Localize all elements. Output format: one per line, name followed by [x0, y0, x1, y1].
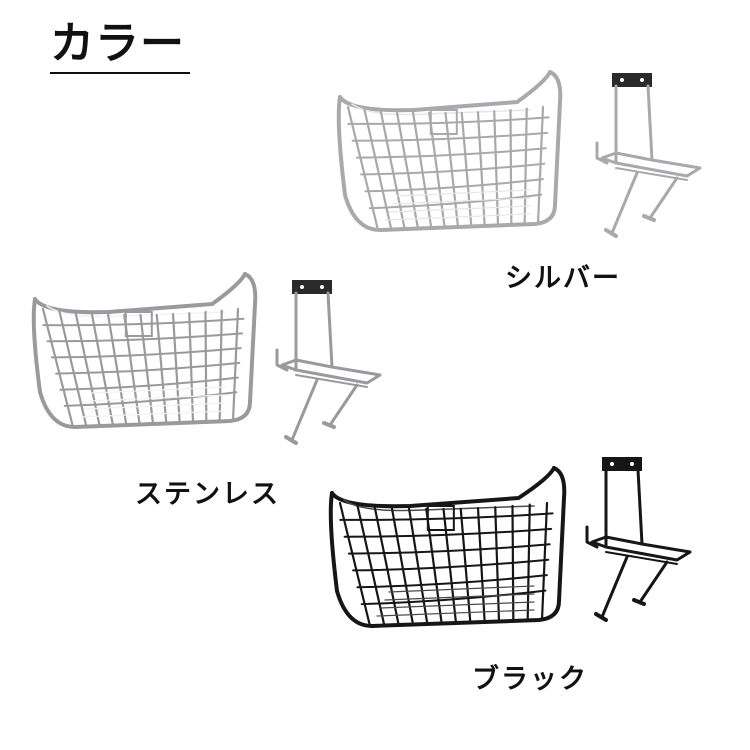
silver-basket-image: [336, 70, 563, 232]
page-title: カラー: [50, 18, 185, 69]
black-basket-image: [328, 466, 567, 628]
stainless-bracket-image: [275, 280, 382, 445]
title-underline: [50, 72, 190, 74]
black-bracket-image: [585, 457, 692, 622]
variant-label: ステンレス: [135, 479, 280, 510]
silver-bracket-image: [595, 73, 702, 238]
variant-label: シルバー: [505, 263, 621, 294]
variant-label: ブラック: [472, 664, 588, 695]
stainless-basket-image: [31, 272, 258, 429]
